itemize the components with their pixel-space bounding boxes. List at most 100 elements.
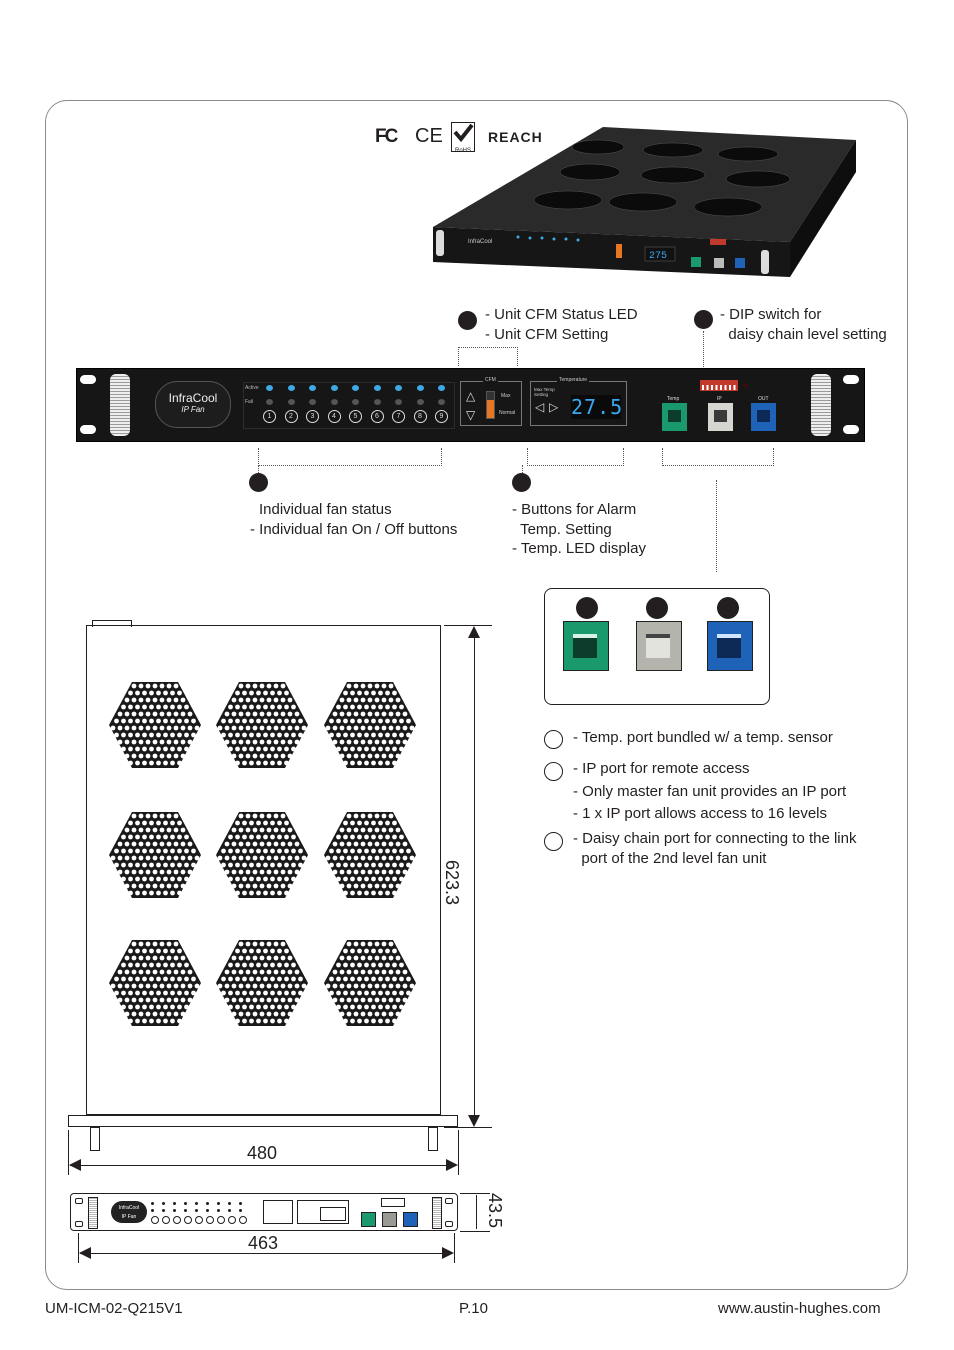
fan-active-led <box>309 385 316 391</box>
svg-text:275: 275 <box>649 251 667 262</box>
rohs-logo: RoHS <box>451 122 475 154</box>
dim-tick <box>460 1231 490 1232</box>
legend-ip-text: - IP port for remote access - Only maste… <box>573 760 847 822</box>
cfm-normal-label: Normal <box>499 410 516 416</box>
front-view-fan-indicator <box>217 1209 220 1212</box>
dim-tick <box>460 1193 490 1194</box>
content-frame <box>45 100 908 1290</box>
port-out-label: OUT <box>758 396 769 402</box>
fan-active-led <box>395 385 402 391</box>
front-view-fan-indicator <box>228 1209 231 1212</box>
fan-fail-led <box>330 399 338 405</box>
dim-arrow <box>79 1247 91 1259</box>
reach-logo: REACH <box>488 129 543 145</box>
front-view-fan-indicator <box>195 1202 198 1205</box>
fan-toggle-button[interactable]: 6 <box>370 410 384 423</box>
fan-toggle-button[interactable]: 1 <box>263 410 276 423</box>
dim-tick <box>78 1233 79 1263</box>
top-view-handle-right <box>428 1127 438 1151</box>
temp-port-detail <box>563 621 609 671</box>
callout-cfm-text: - Unit CFM Status LED - Unit CFM Setting <box>485 306 638 343</box>
fan-toggle-button[interactable]: 7 <box>392 410 405 423</box>
rack-slot <box>80 425 96 434</box>
fan-active-led <box>373 385 381 391</box>
dim-tick <box>68 1130 69 1175</box>
front-view-fan-indicator <box>173 1209 176 1212</box>
dim-width-line <box>70 1165 456 1166</box>
dim-front-width-line <box>80 1253 452 1254</box>
leader-ports-drop <box>716 480 717 572</box>
legend-marker-ip <box>544 762 563 781</box>
fan-fail-led <box>309 399 316 405</box>
front-view-fan-indicator <box>195 1209 198 1212</box>
cfm-down-button[interactable]: ▽ <box>466 408 476 422</box>
top-view-handle-left <box>90 1127 100 1151</box>
legend-out-text: - Daisy chain port for connecting to the… <box>573 830 857 867</box>
footer-website[interactable]: www.austin-hughes.com <box>718 1300 881 1317</box>
fan-grille <box>324 940 416 1026</box>
dim-depth-line <box>474 628 475 1124</box>
front-view-fan-indicator <box>173 1216 181 1224</box>
fcc-logo: FC <box>375 126 398 147</box>
fan-toggle-button[interactable]: 8 <box>413 410 427 423</box>
front-view-fan-indicator <box>228 1216 236 1224</box>
footer-page-number: P.10 <box>459 1300 488 1317</box>
fan-fail-led <box>352 399 359 405</box>
fan-toggle-button[interactable]: 5 <box>349 410 362 423</box>
temp-port[interactable] <box>662 403 687 431</box>
callout-marker-fans <box>249 473 268 492</box>
callout-marker-cfm <box>458 311 477 330</box>
dim-depth-label: 623.3 <box>442 860 462 906</box>
cfm-up-button[interactable]: △ <box>466 389 476 403</box>
fan-grille <box>324 812 416 898</box>
fan-fail-led <box>438 399 445 405</box>
legend-temp-text: - Temp. port bundled w/ a temp. sensor <box>573 729 833 746</box>
dip-switch[interactable] <box>700 380 738 391</box>
top-view-drawing <box>86 625 441 1115</box>
ip-port[interactable] <box>708 403 733 431</box>
port-temp-label: Temp <box>667 396 680 402</box>
legend-marker-temp <box>544 730 563 749</box>
max-temp-setting-label: Max Temp Setting <box>534 387 555 397</box>
fan-toggle-button[interactable]: 9 <box>435 410 448 423</box>
fan-toggle-button[interactable]: 2 <box>284 410 298 423</box>
port-marker-out <box>717 597 739 619</box>
dim-height-line <box>476 1195 477 1229</box>
front-view-fan-indicator <box>151 1202 154 1205</box>
fan-grille <box>216 812 308 898</box>
left-handle[interactable] <box>110 374 130 436</box>
out-port[interactable] <box>751 403 776 431</box>
temp-left-button[interactable]: ◁ <box>535 400 545 414</box>
fan-toggle-button[interactable]: 4 <box>327 410 341 423</box>
dim-arrow <box>468 1115 480 1127</box>
front-view-fan-indicator <box>239 1216 247 1224</box>
front-view-fan-indicator <box>217 1202 220 1205</box>
front-view-fan-indicator <box>162 1209 165 1212</box>
dim-tick <box>444 625 492 626</box>
cfm-level-bar <box>486 391 495 419</box>
brand-badge: InfraCool IP Fan <box>155 381 231 428</box>
fan-fail-led <box>373 399 381 405</box>
front-view-fan-indicator <box>151 1209 154 1212</box>
temperature-title: Temperature <box>557 377 590 383</box>
temp-right-button[interactable]: ▷ <box>549 400 559 414</box>
fan-grille <box>109 682 201 768</box>
front-view-fan-indicator <box>206 1209 209 1212</box>
front-view-out-port <box>403 1212 418 1227</box>
front-view-fan-indicator <box>162 1202 165 1205</box>
front-view-fan-indicator <box>228 1202 231 1205</box>
ip-port-detail <box>636 621 682 671</box>
fan-toggle-button[interactable]: 3 <box>306 410 319 423</box>
right-handle[interactable] <box>811 374 831 436</box>
fan-active-led <box>330 385 338 391</box>
front-view-fan-indicator <box>184 1209 187 1212</box>
brand-name: InfraCool <box>168 391 218 405</box>
dim-tick <box>454 1233 455 1263</box>
cfm-max-label: Max <box>501 393 511 399</box>
front-view-fan-indicator <box>217 1216 225 1224</box>
fan-status-area <box>243 382 455 429</box>
cfm-panel: CFM △ ▽ Max Normal <box>460 377 522 426</box>
dim-arrow <box>446 1159 458 1171</box>
dim-tick <box>458 1130 459 1175</box>
